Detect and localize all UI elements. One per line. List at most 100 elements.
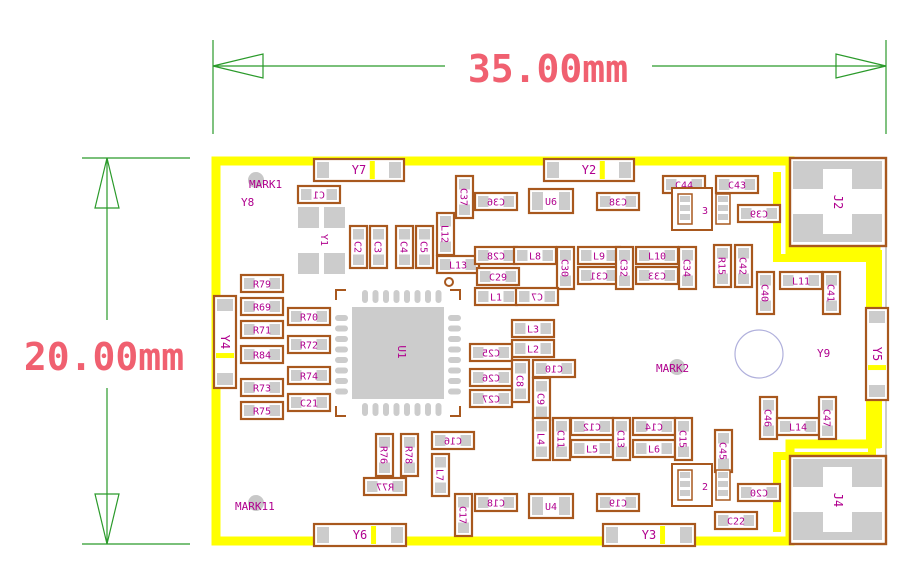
pad bbox=[540, 343, 551, 354]
pad bbox=[606, 527, 618, 543]
part-label: R72 bbox=[300, 341, 318, 352]
pad bbox=[269, 301, 280, 312]
mark2-label: MARK2 bbox=[656, 362, 689, 375]
pad bbox=[600, 196, 611, 207]
pad bbox=[373, 254, 384, 265]
pad bbox=[505, 271, 516, 282]
u1-pin bbox=[448, 315, 461, 321]
mounting-hole bbox=[734, 329, 784, 379]
pad bbox=[478, 291, 489, 302]
part-y2: Y2 bbox=[542, 157, 636, 183]
pad bbox=[404, 462, 415, 473]
height-dimension: 20.00mm bbox=[24, 157, 190, 545]
pad bbox=[503, 196, 514, 207]
part-c43: C43 bbox=[714, 174, 760, 195]
part-label: L2 bbox=[527, 345, 539, 356]
connector-pad bbox=[793, 214, 823, 242]
pad bbox=[869, 311, 885, 323]
part-label: R71 bbox=[253, 326, 271, 337]
part-y5: Y5 bbox=[864, 306, 890, 402]
part-c21: C21 bbox=[286, 392, 332, 413]
part-l4: L4 bbox=[531, 416, 552, 462]
part-label: C9 bbox=[535, 393, 546, 405]
pad bbox=[515, 343, 526, 354]
connector-pad bbox=[793, 512, 823, 540]
pad bbox=[680, 214, 690, 220]
pad bbox=[599, 443, 610, 454]
pad bbox=[244, 349, 255, 360]
part-r15: R15 bbox=[712, 243, 733, 289]
pad bbox=[326, 189, 337, 200]
part-l6: L6 bbox=[631, 438, 677, 459]
u1-body bbox=[352, 307, 444, 399]
part-label: C3 bbox=[372, 241, 383, 253]
part-c14: C14 bbox=[631, 416, 677, 437]
pad bbox=[519, 291, 530, 302]
pad bbox=[458, 497, 469, 508]
pad bbox=[440, 216, 451, 227]
part-label: C37 bbox=[458, 188, 469, 206]
pad-strip bbox=[868, 365, 886, 371]
part-label: C40 bbox=[759, 284, 770, 302]
u1-pin bbox=[448, 367, 461, 374]
part-l11: L11 bbox=[778, 270, 824, 291]
connector-label: J2 bbox=[831, 195, 845, 209]
part-y3: Y3 bbox=[601, 522, 697, 548]
pad bbox=[822, 425, 833, 436]
part-label: Y3 bbox=[642, 528, 656, 542]
pad bbox=[691, 179, 702, 190]
pad bbox=[625, 497, 636, 508]
pad bbox=[367, 481, 378, 492]
pad bbox=[435, 435, 446, 446]
pad bbox=[678, 421, 689, 432]
part-r69: R69 bbox=[239, 296, 285, 317]
part-c47: C47 bbox=[817, 395, 838, 441]
pad bbox=[498, 347, 509, 358]
part-label: C46 bbox=[762, 409, 773, 427]
connector-pad bbox=[823, 161, 853, 169]
part-c17: C17 bbox=[453, 492, 474, 538]
u1-pin bbox=[448, 388, 461, 395]
part-outline bbox=[212, 294, 238, 390]
part-c8: C8 bbox=[510, 358, 531, 404]
part-label: C17 bbox=[457, 506, 468, 524]
pad bbox=[680, 490, 690, 496]
pad bbox=[625, 196, 636, 207]
part-label: C39 bbox=[750, 210, 768, 221]
part-r71: R71 bbox=[239, 319, 285, 340]
pad bbox=[680, 472, 690, 478]
pad bbox=[316, 397, 327, 408]
u1-pin bbox=[335, 367, 348, 374]
part-c32: C32 bbox=[614, 245, 635, 291]
part-label: L14 bbox=[789, 423, 807, 434]
connector-pad bbox=[852, 161, 882, 189]
part-d2: 2 bbox=[671, 463, 731, 507]
pad bbox=[478, 250, 489, 261]
part-l13: L13 bbox=[435, 254, 481, 275]
pad bbox=[353, 254, 364, 265]
pad bbox=[540, 323, 551, 334]
u1-pin bbox=[448, 325, 461, 332]
part-r75: R75 bbox=[239, 400, 285, 421]
part-r72: R72 bbox=[286, 334, 332, 355]
part-label: R74 bbox=[300, 372, 318, 383]
width-dimension-label: 35.00mm bbox=[468, 47, 628, 91]
u1-pin bbox=[362, 403, 368, 416]
connector-pad bbox=[852, 512, 882, 540]
u1-pin bbox=[372, 290, 379, 303]
part-label: R77 bbox=[376, 483, 394, 494]
crystal-y1: Y1 bbox=[298, 207, 345, 274]
part-c42: C42 bbox=[733, 243, 754, 289]
part-label: R84 bbox=[253, 351, 271, 362]
pad bbox=[718, 481, 728, 487]
part-label: C1 bbox=[313, 191, 325, 202]
part-c27: C27 bbox=[468, 388, 514, 409]
part-label: Y7 bbox=[352, 163, 366, 177]
pad bbox=[760, 275, 771, 286]
pad bbox=[269, 382, 280, 393]
part-label: C22 bbox=[727, 517, 745, 528]
u1-pin bbox=[425, 403, 431, 416]
part-label: C21 bbox=[300, 399, 318, 410]
pad bbox=[741, 487, 752, 498]
part-label: L6 bbox=[648, 445, 660, 456]
